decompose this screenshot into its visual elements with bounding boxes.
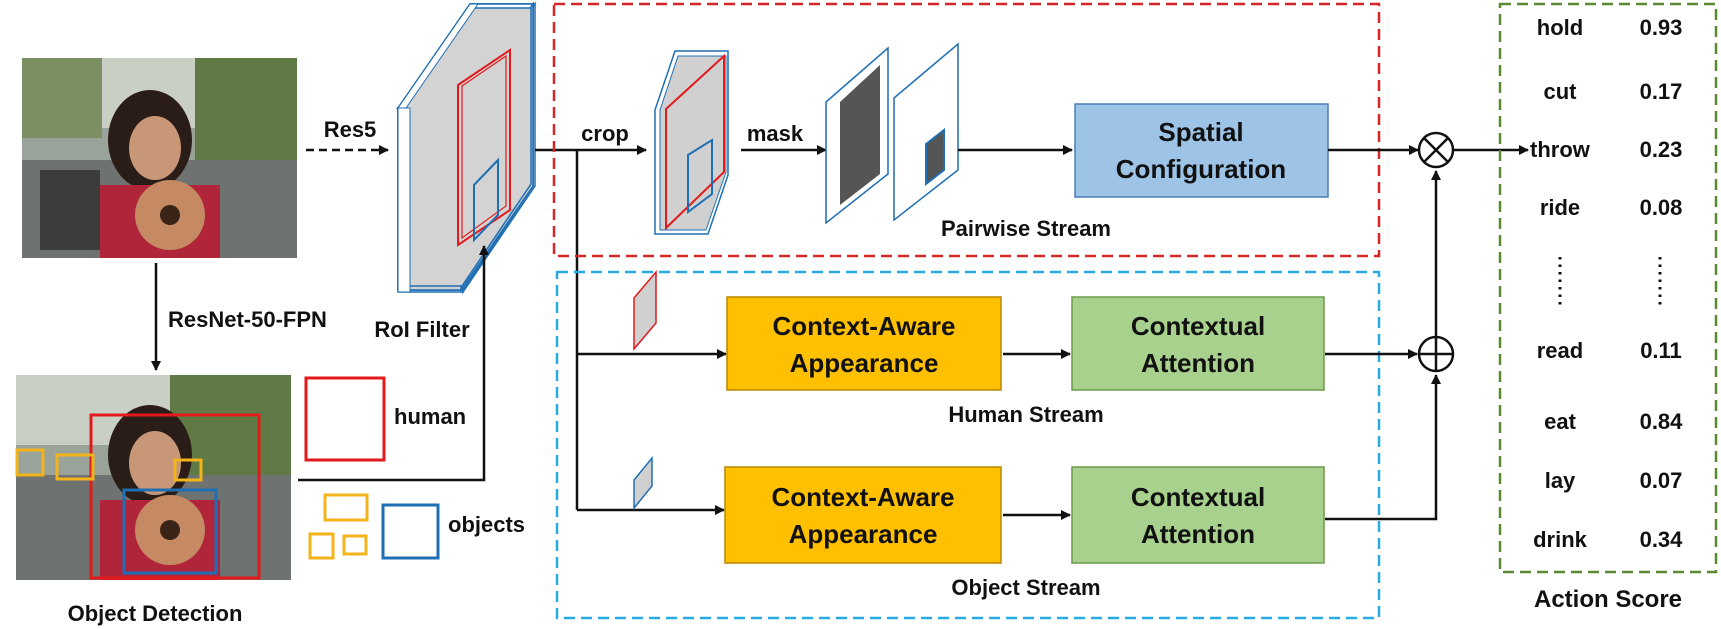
object-attention-line1: Contextual <box>1131 482 1265 512</box>
input-photo <box>22 58 297 258</box>
human-bbox <box>89 413 261 580</box>
human-mask <box>825 46 889 225</box>
interaction-streams-region <box>555 270 1381 620</box>
spatial-configuration-block <box>1074 103 1329 198</box>
action-name: read <box>1537 338 1583 363</box>
action-score-value: 0.11 <box>1640 338 1682 363</box>
action-name: ride <box>1540 195 1580 220</box>
action-score-panel <box>1498 2 1718 574</box>
action-name: throw <box>1530 137 1591 162</box>
small-object-legend-box <box>323 493 369 522</box>
action-name: hold <box>1537 15 1583 40</box>
small-object-bbox <box>173 458 203 482</box>
human-attention-line2: Attention <box>1141 348 1255 378</box>
action-score-label: Action Score <box>1534 586 1682 613</box>
object-appearance-block <box>724 466 1002 564</box>
object-stream-label: Object Stream <box>951 575 1100 600</box>
object-crop-slice <box>633 455 653 511</box>
add-operator <box>1417 335 1455 373</box>
action-name: lay <box>1545 468 1576 493</box>
mask-label: mask <box>747 121 804 146</box>
spatial-label-line2: Configuration <box>1116 154 1286 184</box>
small-object-legend-box <box>342 534 368 556</box>
pairwise-stream-region <box>552 2 1381 258</box>
human-crop-slice <box>633 269 657 352</box>
object-detection-label: Object Detection <box>68 601 243 626</box>
cropped-feature <box>654 50 729 235</box>
score-ellipsis <box>1558 257 1662 306</box>
action-score-value: 0.23 <box>1640 137 1683 162</box>
action-score-value: 0.17 <box>1640 79 1683 104</box>
human-stream-label: Human Stream <box>948 402 1103 427</box>
res5-label: Res5 <box>324 117 377 142</box>
object-to-add-arrow <box>1325 374 1441 521</box>
action-name: cut <box>1544 79 1578 104</box>
action-name: drink <box>1533 527 1588 552</box>
human-appearance-block <box>726 296 1002 391</box>
spatial-label-line1: Spatial <box>1158 117 1243 147</box>
object-attention-block <box>1071 466 1325 564</box>
object-legend-box <box>381 503 440 560</box>
detections-to-roi-arrow <box>298 245 489 482</box>
action-score-value: 0.84 <box>1640 409 1684 434</box>
crop-label: crop <box>581 121 629 146</box>
human-legend-box <box>304 376 386 462</box>
roi-filter-front <box>397 3 532 293</box>
action-score-value: 0.93 <box>1640 15 1683 40</box>
pairwise-stream-label: Pairwise Stream <box>941 216 1111 241</box>
action-score-value: 0.08 <box>1640 195 1683 220</box>
object-appearance-line1: Context-Aware <box>771 482 954 512</box>
small-object-bbox <box>15 448 45 477</box>
human-appearance-line2: Appearance <box>790 348 939 378</box>
object-mask <box>893 42 959 222</box>
human-appearance-line1: Context-Aware <box>772 311 955 341</box>
human-attention-block <box>1071 296 1325 391</box>
action-score-list: hold 0.93 cut 0.17 throw 0.23 ride 0.08 read 0.11… <box>1530 15 1683 552</box>
object-appearance-line2: Appearance <box>789 519 938 549</box>
small-object-bbox <box>55 453 95 481</box>
human-legend-label: human <box>394 404 466 429</box>
action-score-value: 0.34 <box>1640 527 1684 552</box>
human-attention-line1: Contextual <box>1131 311 1265 341</box>
action-score-value: 0.07 <box>1640 468 1683 493</box>
roi-filter-label: RoI Filter <box>374 317 470 342</box>
object-bbox <box>122 488 218 575</box>
backbone-label: ResNet-50-FPN <box>168 307 327 332</box>
objects-legend-label: objects <box>448 512 525 537</box>
small-object-legend-box <box>308 532 335 560</box>
action-name: eat <box>1544 409 1576 434</box>
object-attention-line2: Attention <box>1141 519 1255 549</box>
detection-photo <box>15 375 291 580</box>
multiply-operator <box>1417 131 1455 169</box>
